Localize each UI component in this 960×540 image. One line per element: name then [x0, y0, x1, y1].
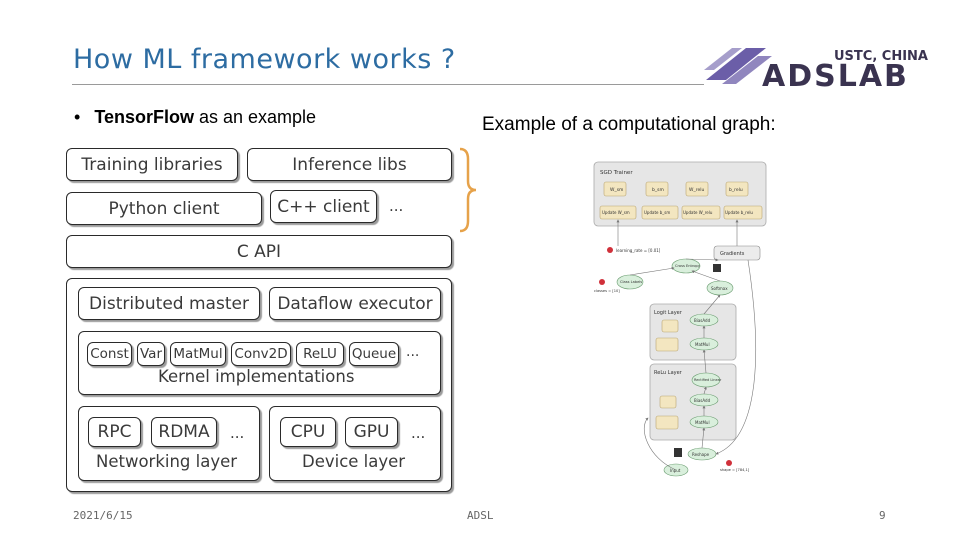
- w-relu-label: W_relu: [689, 187, 704, 193]
- rdma-box: RDMA: [151, 417, 217, 447]
- cpu-box: CPU: [280, 417, 336, 447]
- graph-caption: Example of a computational graph:: [482, 114, 776, 135]
- w-sm-label: W_sm: [610, 187, 623, 193]
- logo-main-text: ADSLAB: [762, 59, 909, 90]
- training-libraries-box: Training libraries: [66, 148, 238, 181]
- logit-layer-label: Logit Layer: [654, 310, 683, 316]
- logit-matmul-label: MatMul: [695, 342, 710, 347]
- update-w-sm-node: [599, 205, 637, 220]
- bullet-bold-text: TensorFlow: [94, 107, 194, 127]
- classes-label: classes = [10]: [594, 289, 620, 293]
- cpp-client-box: C++ client: [270, 190, 377, 223]
- adslab-logo: USTC, CHINA ADSLAB: [704, 48, 928, 90]
- gradients-label: Gradients: [720, 251, 745, 257]
- update-w-relu-node: [681, 205, 721, 220]
- update-w-relu-label: Update W_relu: [683, 210, 713, 215]
- reshape-label: Reshape: [692, 452, 710, 457]
- sgd-trainer-label: SGD Trainer: [600, 170, 633, 176]
- cross-entropy-chart-icon: [713, 264, 721, 272]
- update-w-sm-label: Update W_sm: [602, 210, 630, 215]
- footer-date: 2021/6/15: [73, 509, 133, 522]
- networking-layer-label: Networking layer: [96, 452, 238, 471]
- kernel-const: Const: [87, 342, 132, 366]
- relu-layer-label: ReLu Layer: [654, 370, 683, 376]
- networking-ellipsis: ...: [230, 424, 245, 442]
- dataflow-executor-box: Dataflow executor: [269, 287, 441, 320]
- shape-label: shape = [784,1]: [720, 468, 750, 472]
- relu-w-node: [655, 415, 679, 430]
- title-divider: [72, 84, 704, 85]
- device-ellipsis: ...: [411, 424, 426, 442]
- update-b-relu-node: [723, 205, 763, 220]
- classes-dot: [599, 279, 605, 285]
- learning-rate-label: learning_rate = [0.01]: [616, 248, 661, 253]
- shape-dot: [726, 460, 732, 466]
- relu-biasadd-label: BiasAdd: [694, 398, 711, 403]
- computational-graph: SGD Trainer W_sm b_sm W_relu b_relu Upda…: [593, 161, 767, 477]
- class-labels-label: Class Labels: [620, 280, 642, 284]
- b-relu-label: b_relu: [729, 187, 743, 193]
- c-api-box: C API: [66, 235, 452, 268]
- relu-matmul-label: MatMul: [695, 420, 710, 425]
- b-sm-label: b_sm: [652, 187, 664, 193]
- logit-b-node: [661, 319, 679, 333]
- device-layer-label: Device layer: [302, 452, 406, 471]
- bullet-text: as an example: [193, 107, 317, 127]
- kernel-implementations-label: Kernel implementations: [158, 367, 355, 386]
- w-relu-node: [685, 181, 709, 197]
- logit-biasadd-label: BiasAdd: [694, 318, 711, 323]
- learning-rate-dot: [607, 247, 613, 253]
- b-sm-node: [645, 181, 669, 197]
- graph-edges: [616, 219, 757, 471]
- sgd-trainer-group: [593, 161, 767, 227]
- softmax-label: Softmax: [711, 286, 728, 291]
- logit-w-node: [655, 337, 679, 352]
- reshape-chart-icon: [674, 448, 682, 457]
- kernel-var: Var: [137, 342, 165, 366]
- input-label: Input: [670, 468, 681, 473]
- w-sm-node: [603, 181, 627, 197]
- relu-b-node: [659, 395, 677, 409]
- gpu-box: GPU: [345, 417, 398, 447]
- page-number: 9: [879, 509, 886, 522]
- update-b-sm-label: Update b_sm: [644, 210, 670, 215]
- footer-center: ADSL: [467, 509, 494, 522]
- inference-libs-box: Inference libs: [247, 148, 452, 181]
- cross-entropy-label: Cross Entropy: [675, 264, 701, 268]
- bullet-point: • TensorFlow as an example: [74, 107, 316, 128]
- kernel-relu: ReLU: [296, 342, 344, 366]
- logo-top-text: USTC, CHINA: [834, 49, 928, 64]
- kernel-conv2d: Conv2D: [231, 342, 291, 366]
- bullet-marker: •: [74, 107, 81, 127]
- right-brace-icon: [459, 147, 477, 233]
- slide-title: How ML framework works ?: [73, 44, 456, 75]
- clients-ellipsis: ...: [389, 197, 404, 215]
- kernel-matmul: MatMul: [170, 342, 226, 366]
- python-client-box: Python client: [66, 192, 262, 225]
- rectified-linear-label: Rectified Linear: [694, 378, 722, 382]
- distributed-master-box: Distributed master: [78, 287, 260, 320]
- update-b-sm-node: [641, 205, 679, 220]
- update-b-relu-label: Update b_relu: [725, 210, 753, 215]
- kernels-ellipsis: ...: [406, 344, 420, 360]
- kernel-queue: Queue: [349, 342, 399, 366]
- rpc-box: RPC: [88, 417, 141, 447]
- b-relu-node: [725, 181, 749, 197]
